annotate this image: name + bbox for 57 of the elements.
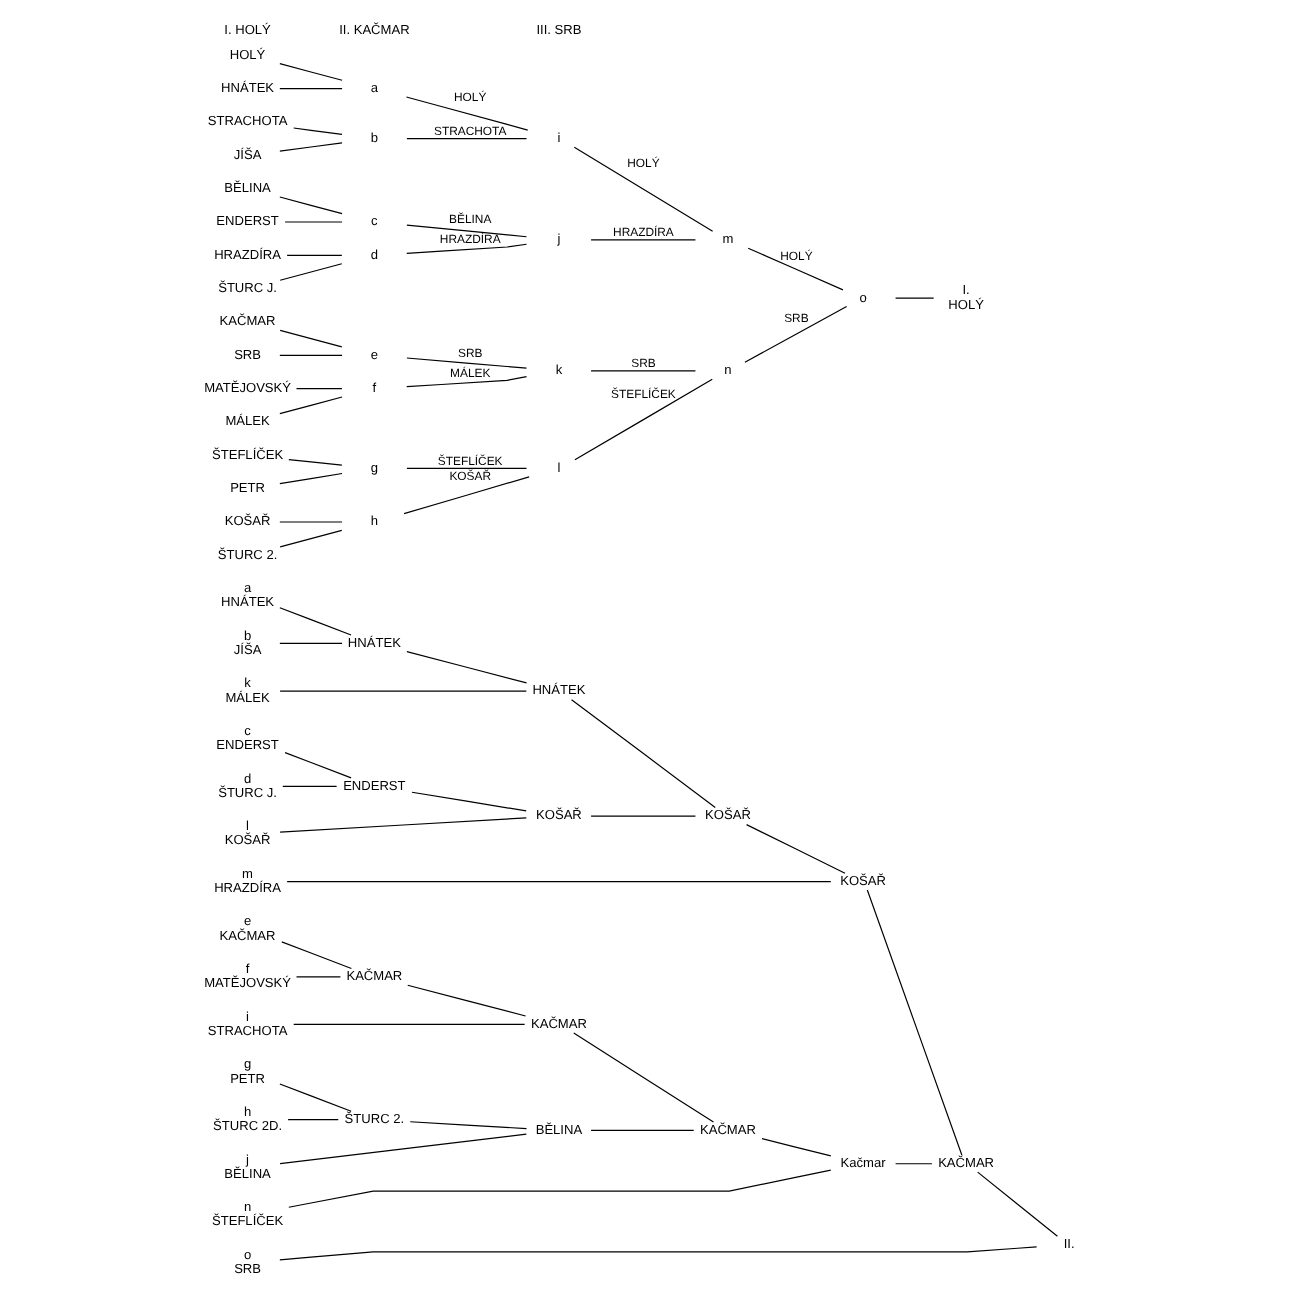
connector [293, 127, 343, 136]
connector [590, 239, 697, 241]
connector [406, 651, 528, 684]
connector [279, 396, 343, 415]
connector [286, 880, 832, 883]
connector [405, 96, 529, 131]
connector [279, 642, 343, 645]
connector [287, 1119, 339, 1121]
connector [406, 224, 528, 238]
connector [279, 263, 343, 281]
connector [409, 1121, 528, 1130]
connector [866, 889, 963, 1156]
connector [590, 370, 697, 372]
connector [747, 247, 844, 291]
connector [279, 1246, 1038, 1261]
connector [977, 1171, 1058, 1237]
connector [295, 976, 341, 978]
connector [279, 817, 527, 833]
connector [406, 243, 528, 254]
connector [573, 146, 714, 232]
connector [279, 529, 343, 548]
connector [279, 1083, 352, 1112]
connector [279, 472, 343, 485]
connector [295, 388, 343, 390]
connector [284, 752, 352, 779]
connector [761, 1138, 832, 1157]
connector [406, 376, 528, 388]
connector [279, 196, 343, 215]
connector [745, 824, 846, 874]
connector [288, 1169, 832, 1208]
connector [411, 791, 527, 812]
connector [590, 815, 697, 817]
connector [293, 1023, 526, 1026]
connector [407, 984, 527, 1017]
connector [406, 138, 528, 140]
connector [895, 1163, 933, 1165]
connector [895, 297, 935, 299]
connector [570, 699, 716, 809]
connector [279, 1133, 527, 1165]
connector [279, 690, 527, 692]
connector [282, 785, 338, 787]
connector [281, 941, 352, 970]
connector [403, 476, 530, 515]
connector [406, 467, 528, 470]
connector [573, 1032, 715, 1123]
connector [279, 142, 343, 152]
connector [279, 607, 352, 636]
connector [288, 458, 343, 466]
connector [279, 63, 343, 81]
connector [406, 357, 528, 369]
connector [279, 354, 343, 356]
connector [574, 378, 713, 461]
connector [286, 254, 343, 256]
connector [279, 329, 343, 348]
connector [590, 1129, 695, 1131]
connector [279, 88, 343, 90]
connector [744, 305, 848, 363]
